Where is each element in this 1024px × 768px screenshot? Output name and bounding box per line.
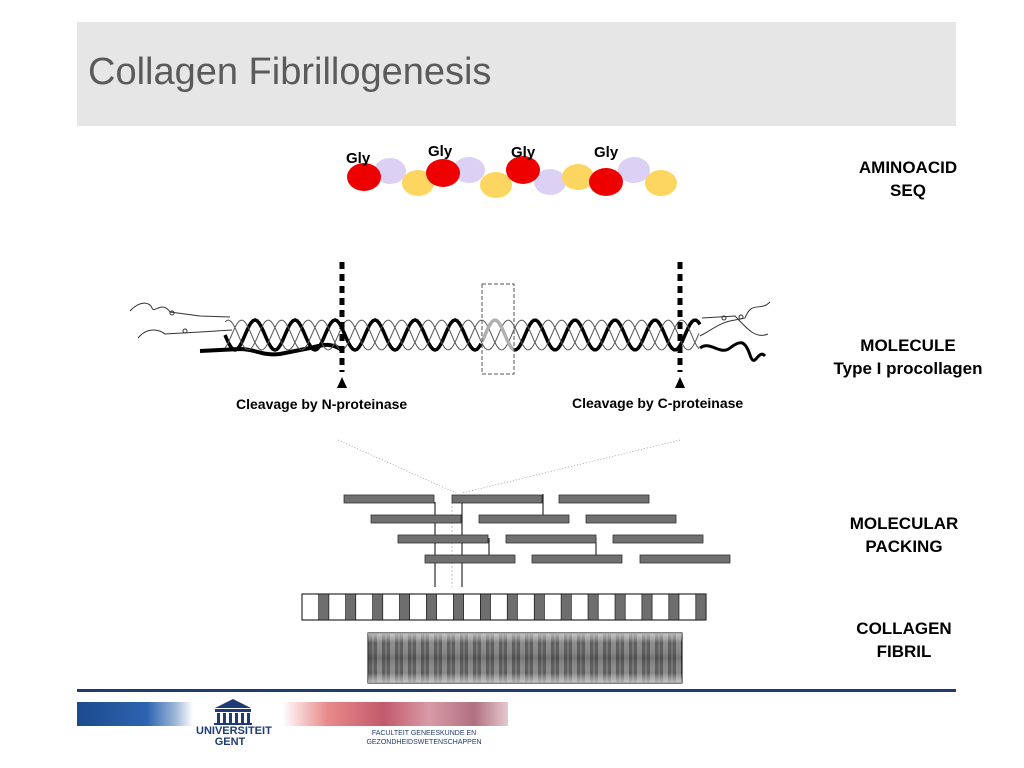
c-propeptide (701, 315, 769, 336)
packed-molecule (639, 554, 731, 564)
gap-zone-band (479, 593, 491, 621)
packed-molecule (397, 534, 489, 544)
packed-molecule (585, 514, 677, 524)
gly-label: Gly (594, 144, 619, 161)
helix-strand (224, 319, 700, 351)
packed-molecule (612, 534, 704, 544)
footer-divider (77, 689, 956, 692)
x-residue-bead (374, 158, 406, 184)
gly-bead (347, 163, 381, 191)
c-propeptide-knob (721, 315, 727, 321)
molecular-packing (343, 494, 731, 587)
c-propeptide-thick (699, 341, 767, 362)
label-line: Type I procollagen (833, 359, 983, 378)
label-line: COLLAGEN (856, 619, 952, 638)
zoom-guide-line (337, 439, 457, 494)
x-residue-bead (453, 157, 485, 183)
y-residue-bead (402, 170, 434, 196)
label-line: AMINOACID (858, 158, 958, 177)
university-name-line: GENT (214, 736, 246, 748)
university-name-line: UNIVERSITEIT (196, 725, 272, 737)
faculty-name: FACULTEIT GENEESKUNDE EN GEZONDHEIDSWETE… (364, 729, 484, 747)
gap-zone-band (668, 593, 680, 621)
x-residue-bead (534, 169, 566, 195)
n-propeptide (129, 302, 231, 318)
gap-zone-band (695, 593, 707, 621)
packed-molecule (505, 534, 597, 544)
highlight-box (481, 283, 515, 375)
gap-zone-band (614, 593, 626, 621)
collagen-fibril-image (367, 632, 683, 684)
gap-zone-band (318, 593, 330, 621)
gly-label: Gly (346, 150, 371, 167)
aminoacid-chain (347, 156, 677, 198)
n-cleavage-arrow (337, 377, 347, 388)
faculty-photo-band (282, 702, 508, 726)
label-line: MOLECULE (860, 336, 956, 355)
n-propeptide (137, 329, 233, 339)
packed-molecule (478, 514, 570, 524)
packed-molecule (531, 554, 623, 564)
c-proteinase-cleavage-label: Cleavage by C-proteinase (572, 395, 744, 411)
aminoacid-seq-label: AMINOACID SEQ (838, 156, 978, 202)
packed-molecule (424, 554, 516, 564)
x-residue-bead (618, 157, 650, 183)
d-period-banding (301, 593, 707, 621)
faculty-name-line: FACULTEIT GENEESKUNDE EN (371, 730, 477, 737)
c-propeptide-knob (738, 314, 744, 320)
gly-bead (506, 156, 540, 184)
n-propeptide-knob (169, 310, 175, 316)
procollagen-molecule (129, 262, 771, 388)
packed-molecule (558, 494, 650, 504)
label-line: FIBRIL (876, 642, 932, 661)
label-line: MOLECULAR (849, 514, 959, 533)
university-name: UNIVERSITEIT GENT (196, 725, 272, 748)
y-residue-bead (480, 172, 512, 198)
slide-title: Collagen Fibrillogenesis (88, 51, 492, 93)
faculty-name-line: GEZONDHEIDSWETENSCHAPPEN (366, 739, 482, 746)
gap-zone-band (345, 593, 357, 621)
gly-label: Gly (428, 143, 453, 160)
gap-zone-band (399, 593, 410, 621)
gap-zone-band (641, 593, 653, 621)
gap-zone-band (372, 593, 384, 621)
molecule-label: MOLECULE Type I procollagen (812, 334, 1004, 380)
c-propeptide (699, 301, 771, 337)
gly-bead (589, 168, 623, 196)
gap-zone-band (506, 593, 518, 621)
collagen-fibril-label: COLLAGEN FIBRIL (830, 617, 978, 663)
y-residue-bead (645, 170, 677, 196)
footer-decor-band (77, 702, 193, 726)
gap-zone-band (453, 593, 464, 621)
packed-molecule (451, 494, 543, 504)
gap-zone-band (533, 593, 545, 621)
gap-zone-band (426, 593, 437, 621)
helix-strand (223, 318, 702, 352)
n-propeptide-knob (182, 328, 188, 334)
n-proteinase-cleavage-label: Cleavage by N-proteinase (236, 396, 408, 412)
gap-zone-band (587, 593, 599, 621)
gly-label: Gly (511, 144, 536, 161)
label-line: SEQ (890, 181, 926, 200)
helix-strand (224, 319, 700, 351)
c-cleavage-arrow (675, 377, 685, 388)
packed-molecule (343, 494, 435, 504)
label-line: PACKING (865, 537, 943, 556)
molecular-packing-label: MOLECULAR PACKING (830, 512, 978, 558)
gly-bead (426, 159, 460, 187)
title-bar: Collagen Fibrillogenesis (77, 22, 956, 126)
zoom-guide-line (461, 439, 681, 494)
banding-frame (301, 593, 707, 621)
gap-zone-band (560, 593, 572, 621)
helix-highlight-segment (480, 318, 516, 352)
packed-molecule (370, 514, 462, 524)
y-residue-bead (562, 164, 594, 190)
